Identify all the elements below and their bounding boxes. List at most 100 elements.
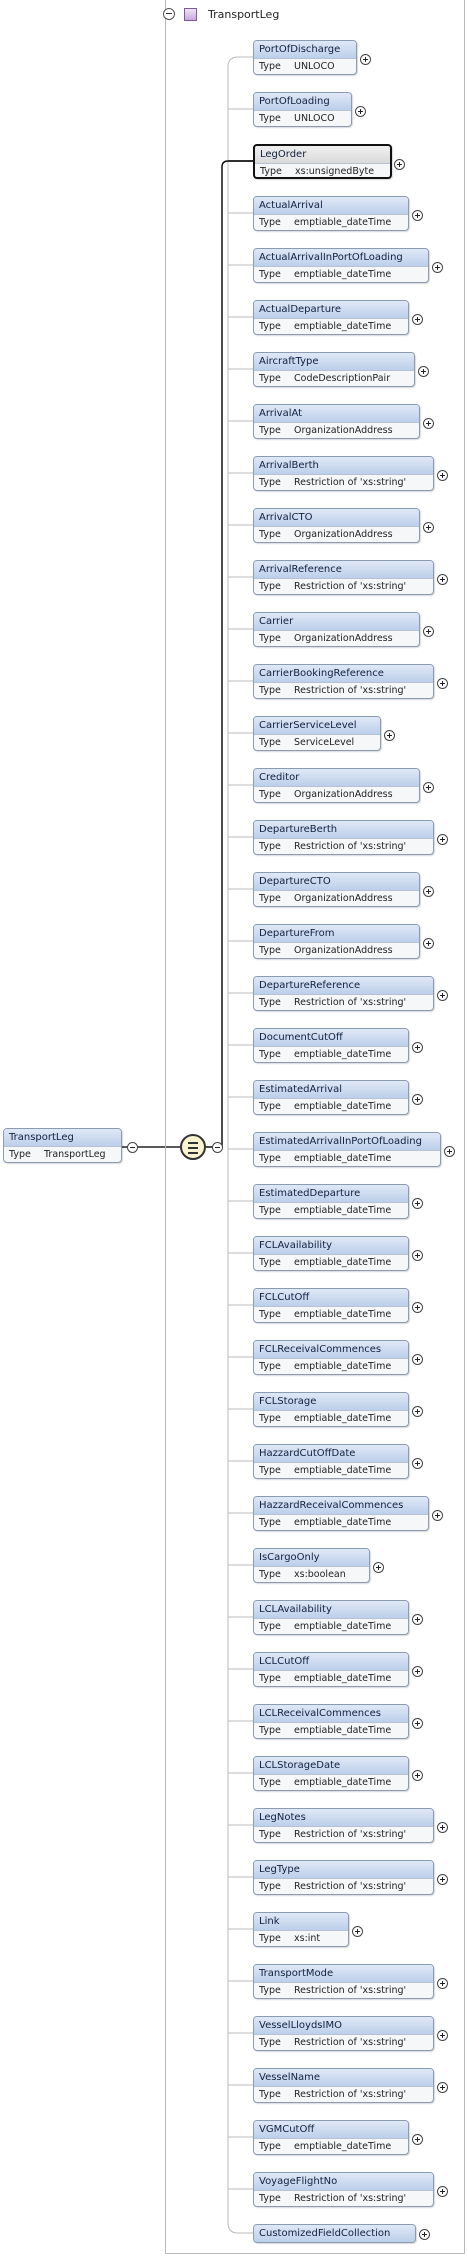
expand-icon[interactable] — [432, 1510, 443, 1521]
expand-icon[interactable] — [423, 522, 434, 533]
expand-icon[interactable] — [412, 1302, 423, 1313]
expand-icon[interactable] — [437, 1978, 448, 1989]
expand-icon[interactable] — [412, 1250, 423, 1261]
expand-icon[interactable] — [437, 470, 448, 481]
expand-icon[interactable] — [412, 1614, 423, 1625]
expand-icon[interactable] — [384, 730, 395, 741]
root-collapse-icon[interactable] — [127, 1142, 138, 1153]
element-name: DocumentCutOff — [254, 1029, 408, 1047]
expand-icon[interactable] — [394, 159, 405, 170]
expand-icon[interactable] — [412, 1666, 423, 1677]
expand-icon[interactable] — [412, 1042, 423, 1053]
type-label: Type — [259, 1933, 281, 1944]
expand-icon[interactable] — [419, 2229, 430, 2240]
expand-icon[interactable] — [412, 2134, 423, 2145]
expand-icon[interactable] — [432, 262, 443, 273]
expand-icon[interactable] — [437, 1822, 448, 1833]
expand-icon[interactable] — [412, 314, 423, 325]
expand-icon[interactable] — [355, 106, 366, 117]
expand-icon[interactable] — [352, 1926, 363, 1937]
expand-icon[interactable] — [444, 1146, 455, 1157]
expand-icon[interactable] — [437, 2030, 448, 2041]
expand-icon[interactable] — [423, 626, 434, 637]
expand-icon[interactable] — [437, 834, 448, 845]
expand-icon[interactable] — [412, 1406, 423, 1417]
expand-icon[interactable] — [412, 1354, 423, 1365]
expand-icon[interactable] — [437, 678, 448, 689]
collapse-icon[interactable] — [163, 8, 175, 20]
expand-icon[interactable] — [412, 1718, 423, 1729]
expand-icon[interactable] — [360, 54, 371, 65]
sequence-collapse-icon[interactable] — [212, 1142, 223, 1153]
expand-icon[interactable] — [423, 782, 434, 793]
expand-icon[interactable] — [412, 1458, 423, 1469]
expand-icon[interactable] — [437, 574, 448, 585]
expand-icon[interactable] — [437, 2082, 448, 2093]
expand-icon[interactable] — [412, 1770, 423, 1781]
expand-icon[interactable] — [437, 990, 448, 1001]
expand-icon[interactable] — [437, 2186, 448, 2197]
expand-icon[interactable] — [423, 886, 434, 897]
expand-icon[interactable] — [412, 210, 423, 221]
expand-icon[interactable] — [423, 938, 434, 949]
element-customized-field-collection[interactable]: CustomizedFieldCollection — [253, 2224, 430, 2243]
expand-icon[interactable] — [412, 1094, 423, 1105]
expand-icon[interactable] — [412, 1198, 423, 1209]
sequence-compositor-icon[interactable] — [180, 1134, 206, 1160]
expand-icon[interactable] — [423, 418, 434, 429]
expand-icon[interactable] — [418, 366, 429, 377]
type-value: emptiable_dateTime — [294, 1361, 392, 1372]
type-value: emptiable_dateTime — [294, 1309, 392, 1320]
expand-icon[interactable] — [437, 1874, 448, 1885]
expand-icon[interactable] — [373, 1562, 384, 1573]
